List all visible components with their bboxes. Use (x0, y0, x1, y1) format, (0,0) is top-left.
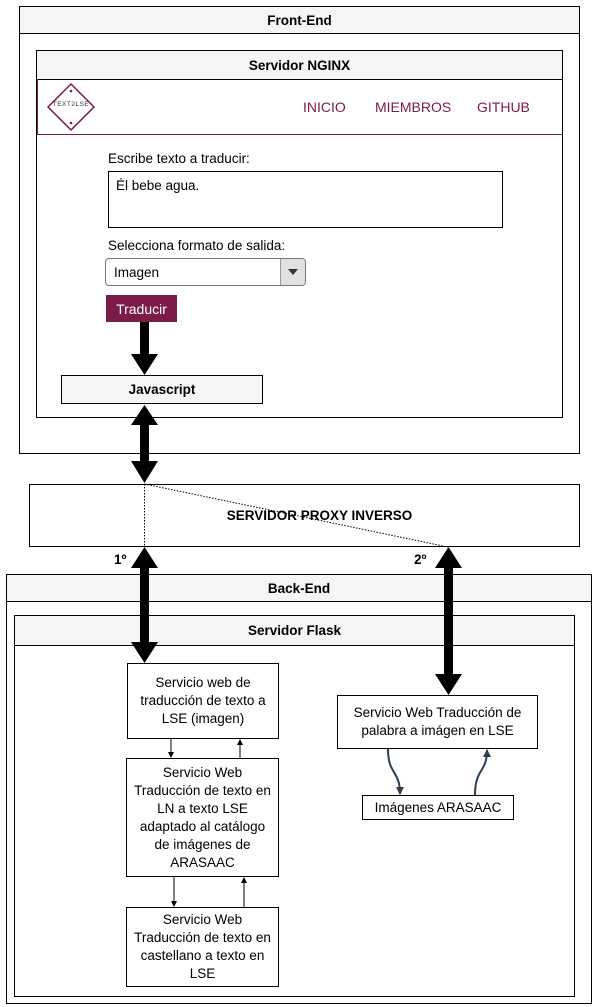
service-image-box: Servicio web de traducción de texto a LS… (127, 663, 279, 739)
service-castellano-box: Servicio Web Traducción de texto en cast… (126, 907, 279, 987)
nav-github[interactable]: GITHUB (477, 99, 530, 115)
logo-text: TEXT2LSE (52, 101, 90, 108)
translate-button[interactable]: Traducir (106, 295, 177, 322)
arrow-word-to-arasaac (387, 748, 404, 795)
nginx-title: Servidor NGINX (37, 51, 562, 80)
dotted-path-2 (144, 483, 449, 548)
proxy-box: SERVIDOR PROXY INVERSO (29, 484, 580, 547)
arrow-arasaac-to-word (474, 749, 491, 796)
flask-title: Servidor Flask (15, 616, 574, 646)
frontend-title: Front-End (20, 7, 579, 34)
nginx-container: Servidor NGINX (36, 50, 563, 418)
text-input-value: Él bebe agua. (116, 178, 200, 193)
service-word-box: Servicio Web Traducción de palabra a imá… (337, 695, 538, 749)
nav-inicio[interactable]: INICIO (303, 99, 346, 115)
service-ln-box: Servicio Web Traducción de texto en LN a… (126, 758, 279, 877)
arrow-button-to-js (131, 322, 158, 375)
arrow-proxy-service-word (435, 547, 462, 695)
logo[interactable]: TEXT2LSE (46, 82, 96, 132)
arasaac-box: Imágenes ARASAAC (362, 795, 514, 820)
text-input[interactable]: Él bebe agua. (108, 171, 503, 228)
step-second: 2º (414, 552, 427, 567)
select-button[interactable] (280, 259, 305, 285)
format-select[interactable]: Imagen (105, 258, 306, 286)
chevron-down-icon (288, 269, 298, 275)
step-first: 1º (114, 552, 127, 567)
arrow-js-proxy (131, 405, 158, 483)
javascript-box: Javascript (61, 375, 263, 404)
input-label: Escribe texto a traducir: (108, 151, 250, 166)
backend-title: Back-End (7, 575, 591, 602)
nav-miembros[interactable]: MIEMBROS (375, 99, 452, 115)
navbar (37, 79, 562, 135)
format-select-value: Imagen (114, 265, 160, 280)
logo-diamond-icon (46, 82, 96, 132)
arrow-proxy-service-image (131, 547, 158, 663)
format-label: Selecciona formato de salida: (108, 238, 286, 253)
